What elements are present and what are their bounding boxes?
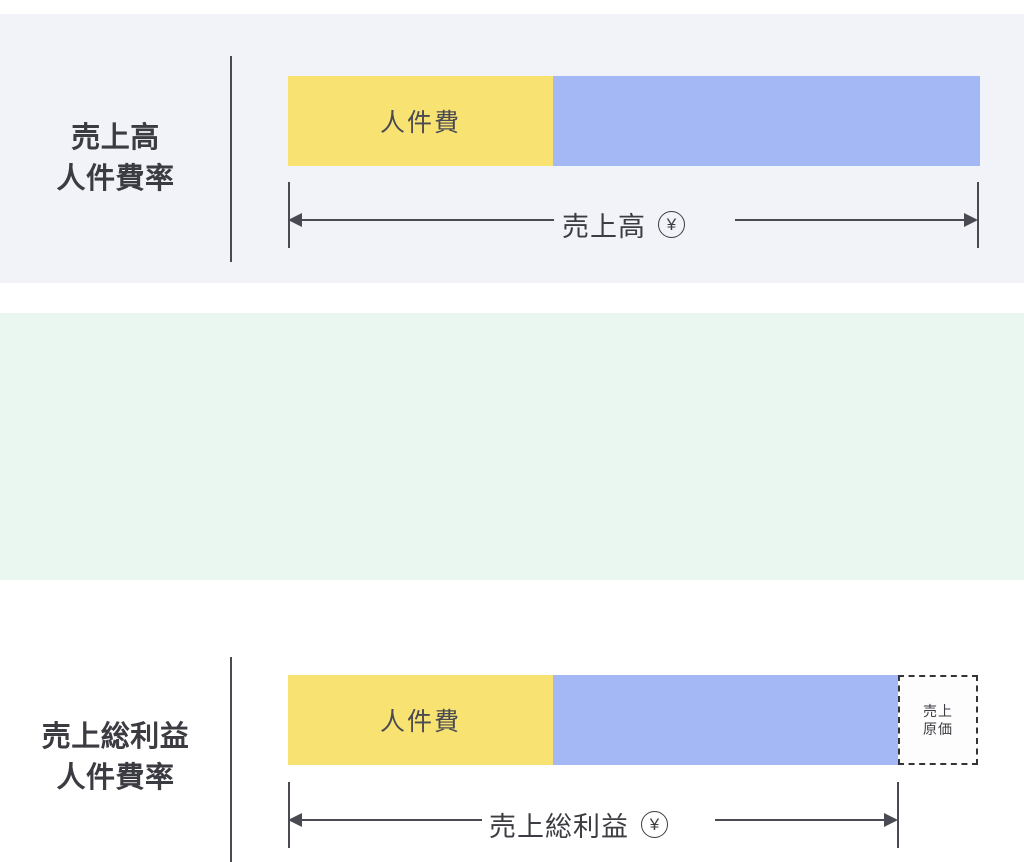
row-label-sales: 売上高 人件費率 — [0, 118, 231, 200]
bar-segment-cost-of-sales: 売上 原価 — [898, 675, 978, 765]
vertical-divider-gross — [230, 657, 232, 862]
panel-gross-profit-labor-ratio: 売上総利益 人件費率 人件費 売上 原価 売上総利益 ¥ — [0, 313, 1024, 862]
bar-segment-labor-cost-sales: 人件費 — [288, 76, 553, 166]
measure-caption-sales: 売上高 ¥ — [562, 205, 685, 244]
arrow-right-icon — [964, 213, 978, 227]
row-label-sales-line-1: 売上高 — [71, 122, 160, 154]
cost-of-sales-label-line-1: 売上 — [923, 702, 953, 719]
yen-currency-icon: ¥ — [658, 211, 685, 238]
bar-segment-labor-cost-gross: 人件費 — [288, 675, 553, 765]
row-label-gross: 売上総利益 人件費率 — [0, 717, 231, 799]
measure-caption-gross-text: 売上総利益 — [489, 812, 629, 842]
bar-segment-remainder-gross — [553, 675, 898, 765]
arrow-left-icon — [288, 813, 302, 827]
arrow-left-icon — [288, 213, 302, 227]
measure-line-right-sales — [735, 219, 964, 221]
measure-line-left-gross — [292, 819, 482, 821]
row-label-sales-line-2: 人件費率 — [56, 163, 175, 196]
measure-tick-right-sales — [977, 182, 979, 248]
cost-of-sales-label-line-2: 原価 — [923, 721, 953, 737]
bar-segment-labor-cost-gross-label: 人件費 — [379, 708, 461, 736]
measure-caption-gross: 売上総利益 ¥ — [489, 805, 668, 844]
row-label-gross-line-1: 売上総利益 — [41, 721, 190, 753]
bar-segment-remainder-sales — [553, 76, 980, 166]
arrow-right-icon — [884, 813, 898, 827]
measure-line-left-sales — [292, 219, 554, 221]
measure-line-right-gross — [715, 819, 884, 821]
vertical-divider-sales — [230, 56, 232, 262]
measure-caption-sales-text: 売上高 — [562, 212, 646, 242]
bar-segment-labor-cost-sales-label: 人件費 — [379, 109, 461, 137]
panel-sales-labor-ratio: 売上高 人件費率 人件費 売上高 ¥ — [0, 14, 1024, 283]
diagram-canvas: 売上高 人件費率 人件費 売上高 ¥ 売上総利益 人件費率 人件費 — [0, 14, 1024, 862]
row-label-gross-line-2: 人件費率 — [56, 762, 175, 795]
yen-currency-icon: ¥ — [641, 811, 668, 838]
